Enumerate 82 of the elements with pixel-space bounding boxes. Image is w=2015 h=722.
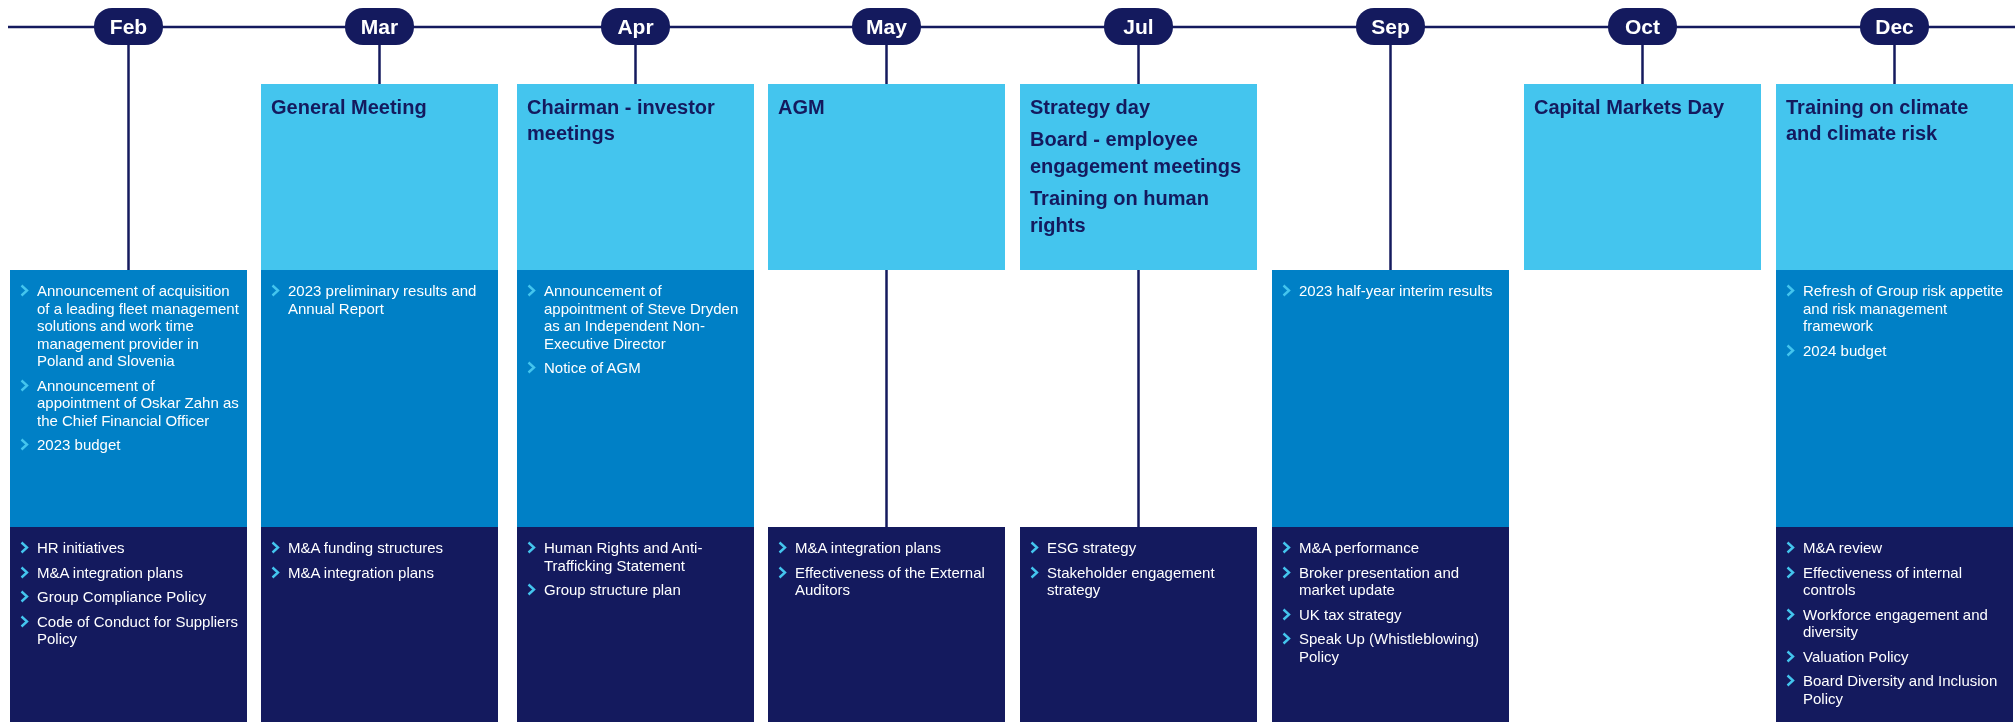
agenda-item: Notice of AGM bbox=[544, 359, 641, 377]
month-pill bbox=[1608, 8, 1677, 45]
connector-line bbox=[1641, 45, 1644, 84]
connector-line bbox=[1137, 45, 1140, 84]
agenda-item: Stakeholder engagement strategy bbox=[1047, 563, 1216, 599]
month-pill bbox=[852, 8, 921, 45]
connector-line bbox=[1893, 45, 1896, 84]
agenda-item: Group Compliance Policy bbox=[37, 588, 207, 606]
agenda-item: Workforce engagement and diversity bbox=[1803, 605, 1989, 641]
connector-line bbox=[885, 45, 888, 84]
agenda-item: M&A integration plans bbox=[288, 563, 434, 582]
agenda-item: UK tax strategy bbox=[1299, 605, 1402, 624]
event-title: Training on climate and climate risk bbox=[1786, 95, 1970, 147]
month-pill bbox=[1104, 8, 1173, 45]
agenda-panel bbox=[261, 270, 498, 527]
agenda-item: 2024 budget bbox=[1803, 341, 1887, 360]
agenda-item: M&A review bbox=[1803, 539, 1883, 557]
agenda-item: M&A integration plans bbox=[37, 563, 183, 582]
committee-panel bbox=[1776, 527, 2013, 722]
agenda-item: 2023 budget bbox=[37, 436, 121, 454]
agenda-item: M&A performance bbox=[1299, 539, 1420, 557]
event-panel bbox=[1020, 84, 1257, 270]
connector-line bbox=[885, 270, 888, 527]
agenda-item: ESG strategy bbox=[1047, 539, 1137, 557]
connector-line bbox=[1137, 270, 1140, 527]
event-title: Board - employee engagement meetings bbox=[1030, 127, 1243, 179]
month-label: Dec bbox=[1875, 14, 1914, 39]
agenda-item: Announcement of appointment of Oskar Zahn as the Chief Financial Officer bbox=[37, 376, 239, 430]
month-pill bbox=[1860, 8, 1929, 45]
agenda-item: Group structure plan bbox=[544, 581, 681, 599]
event-title: Chairman - investor meetings bbox=[527, 95, 716, 147]
agenda-panel bbox=[1272, 270, 1509, 527]
agenda-item: Human Rights and Anti-Trafficking Statement bbox=[544, 539, 704, 575]
month-label: Jul bbox=[1123, 14, 1154, 39]
agenda-panel bbox=[10, 270, 247, 527]
committee-panel bbox=[261, 527, 498, 722]
agenda-item: Code of Conduct for Suppliers Policy bbox=[37, 612, 239, 648]
agenda-panel bbox=[517, 270, 754, 527]
agenda-item: 2023 half-year interim results bbox=[1299, 282, 1493, 300]
month-label: Oct bbox=[1625, 14, 1660, 39]
agenda-item: Refresh of Group risk appetite and risk management framework bbox=[1803, 282, 2005, 335]
committee-panel bbox=[517, 527, 754, 722]
agenda-item: Effectiveness of internal controls bbox=[1803, 563, 1963, 599]
month-label: Sep bbox=[1371, 14, 1410, 39]
connector-line bbox=[378, 45, 381, 84]
committee-panel bbox=[10, 527, 247, 722]
agenda-item: Board Diversity and Inclusion Policy bbox=[1803, 672, 1999, 708]
month-label: Apr bbox=[617, 14, 654, 39]
committee-panel bbox=[768, 527, 1005, 722]
agenda-panel bbox=[1776, 270, 2013, 527]
connector-line bbox=[127, 45, 130, 270]
agenda-item: Announcement of appointment of Steve Dryden as an Independent Non-Executive Director bbox=[544, 282, 740, 353]
event-panel bbox=[517, 84, 754, 270]
month-pill bbox=[94, 8, 163, 45]
committee-panel bbox=[1020, 527, 1257, 722]
agenda-item: Broker presentation and market update bbox=[1299, 563, 1461, 599]
month-label: Feb bbox=[109, 14, 148, 39]
agenda-item: Effectiveness of the External Auditors bbox=[795, 563, 986, 599]
agenda-item: Valuation Policy bbox=[1803, 647, 1909, 666]
month-label: May bbox=[866, 14, 907, 39]
event-panel bbox=[1776, 84, 2013, 270]
connector-line bbox=[1389, 45, 1392, 270]
month-pill bbox=[345, 8, 414, 45]
month-label: Mar bbox=[360, 14, 399, 39]
connector-line bbox=[634, 45, 637, 84]
agenda-item: M&A funding structures bbox=[288, 539, 444, 557]
event-panel bbox=[768, 84, 1005, 270]
agenda-item: Speak Up (Whistleblowing) Policy bbox=[1299, 630, 1481, 666]
event-title: Capital Markets Day bbox=[1534, 95, 1726, 120]
agenda-item: 2023 preliminary results and Annual Report bbox=[288, 282, 478, 318]
month-pill bbox=[601, 8, 670, 45]
event-panel bbox=[261, 84, 498, 270]
committee-panel bbox=[1272, 527, 1509, 722]
event-title: Strategy day bbox=[1030, 95, 1152, 120]
agenda-item: HR initiatives bbox=[37, 539, 125, 557]
event-title: General Meeting bbox=[271, 95, 428, 120]
month-pill bbox=[1356, 8, 1425, 45]
event-title: Training on human rights bbox=[1030, 186, 1210, 238]
agenda-item: M&A integration plans bbox=[795, 539, 941, 557]
event-panel bbox=[1524, 84, 1761, 270]
event-title: AGM bbox=[778, 95, 826, 120]
agenda-item: Announcement of acquisition of a leading fleet management solutions and work time management provider in Poland and Slovenia bbox=[37, 282, 239, 370]
